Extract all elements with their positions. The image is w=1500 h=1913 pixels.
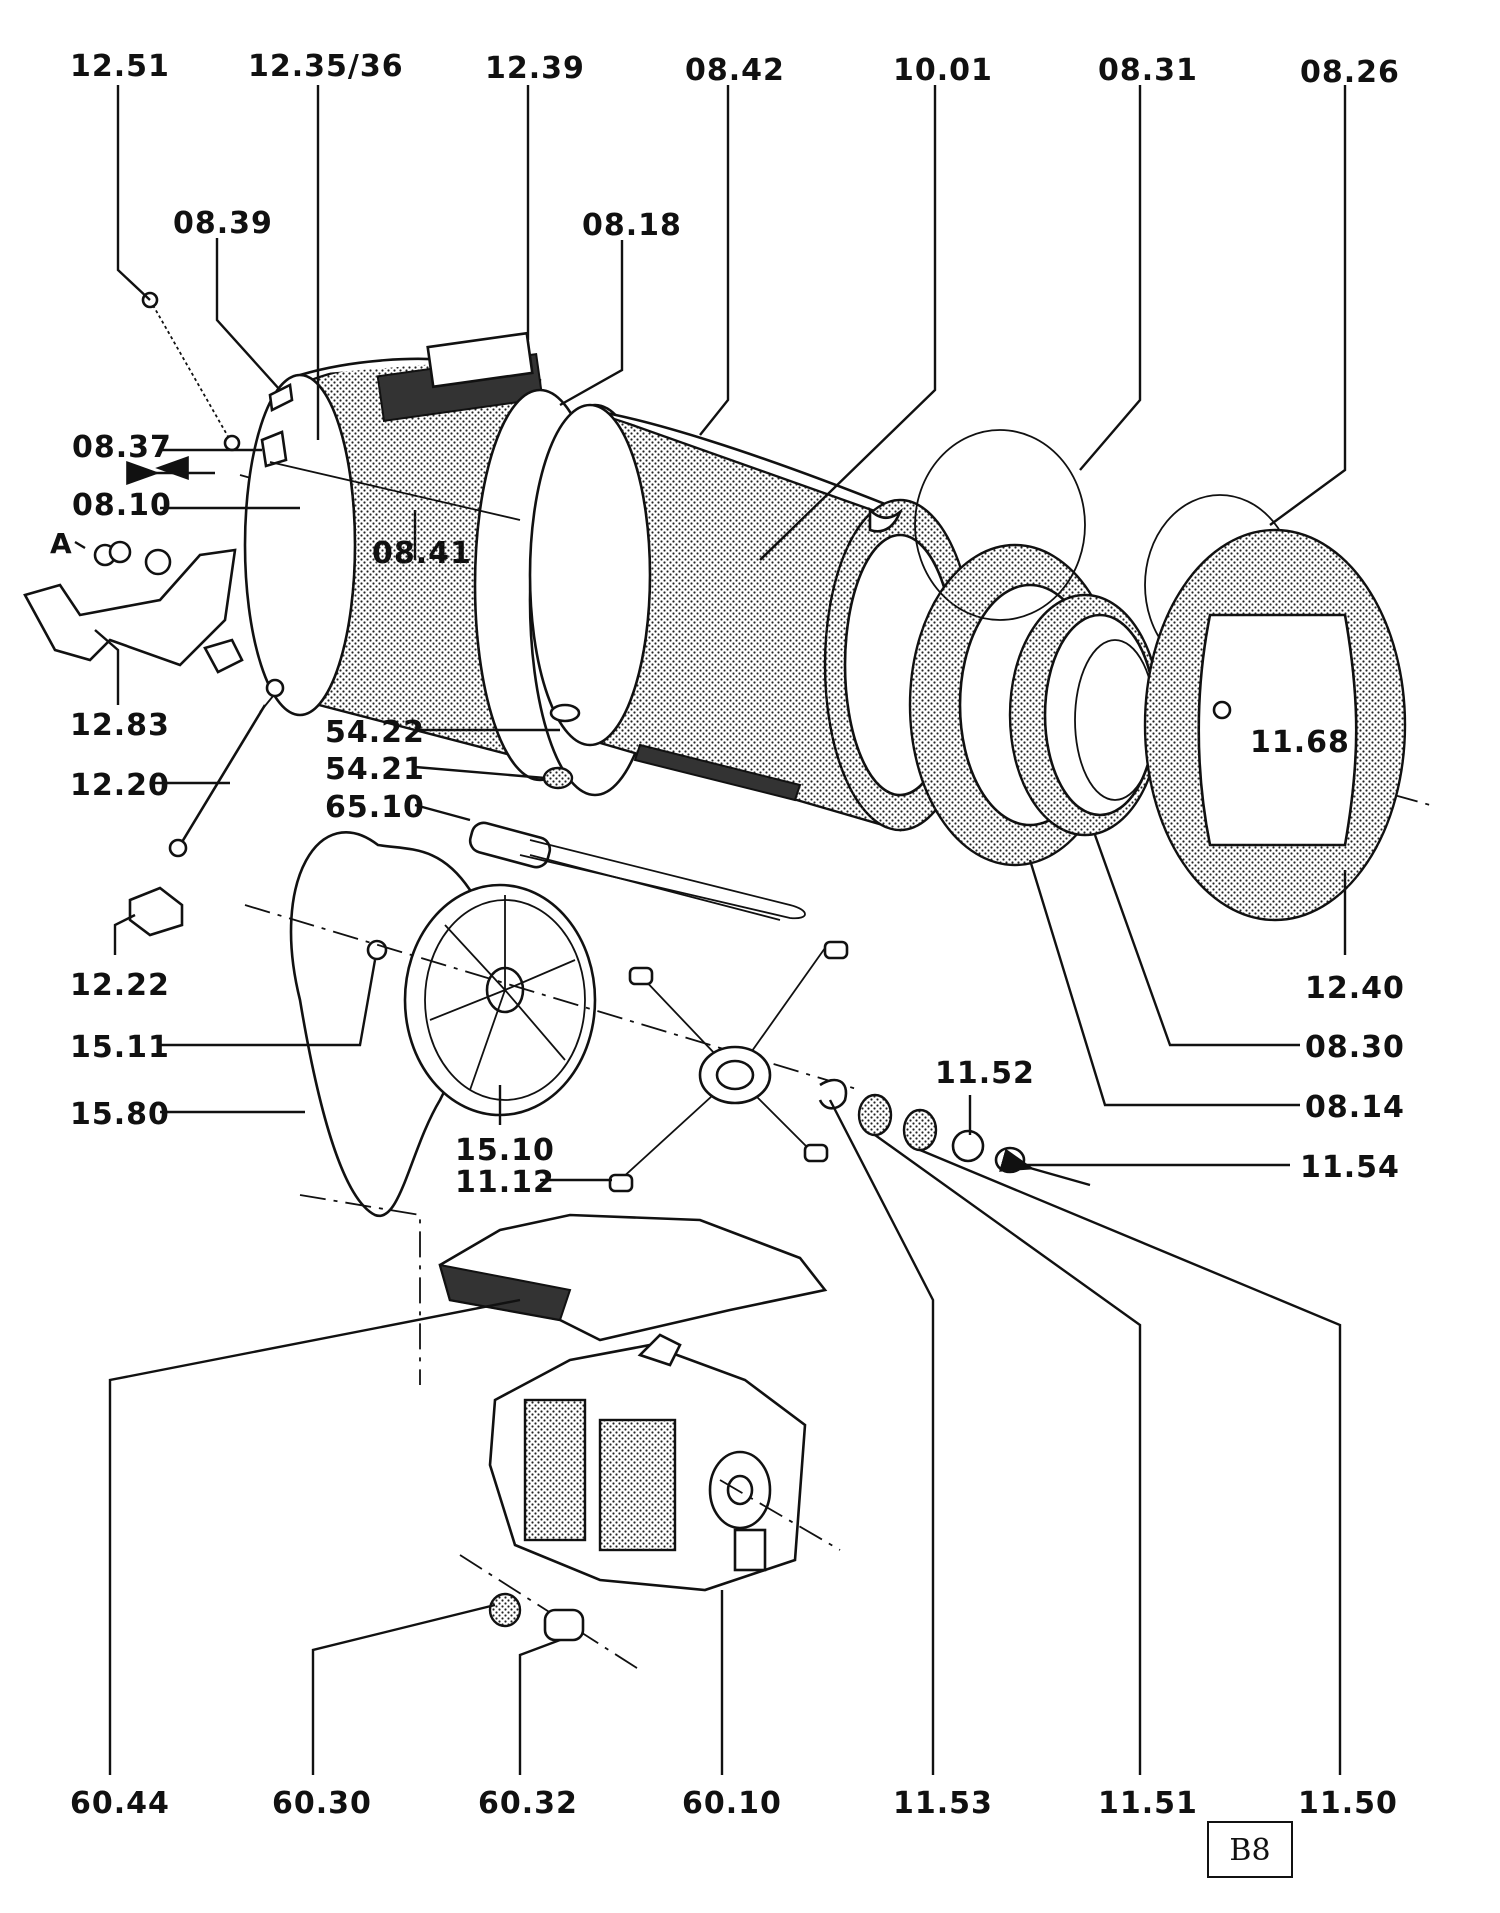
label-12-20: 12.20 (70, 768, 170, 803)
label-12-35-36: 12.35/36 (248, 49, 404, 84)
motor-bush-large (543, 1608, 585, 1642)
label-15-80: 15.80 (70, 1097, 170, 1132)
label-11-50: 11.50 (1298, 1786, 1398, 1821)
thrust-washer (994, 1146, 1026, 1174)
label-11-54: 11.54 (1300, 1150, 1400, 1185)
label-60-30: 60.30 (272, 1786, 372, 1821)
tub-clip (268, 383, 294, 412)
label-12-51: 12.51 (70, 49, 170, 84)
label-08-37: 08.37 (72, 430, 172, 465)
label-60-10: 60.10 (682, 1786, 782, 1821)
door-gasket (1008, 593, 1162, 837)
label-11-12: 11.12 (455, 1165, 555, 1200)
drain-seal-washer (542, 766, 574, 790)
tub-hook (260, 430, 288, 468)
drain-seal-ring (549, 703, 581, 723)
small-bracket (203, 638, 244, 674)
shaft-seal (951, 1129, 985, 1163)
drum-heater-slot (633, 743, 802, 802)
label-11-51: 11.51 (1098, 1786, 1198, 1821)
label-10-01: 10.01 (893, 53, 993, 88)
label-08-10: 08.10 (72, 488, 172, 523)
motor-mount-lug (637, 1333, 682, 1367)
label-12-22: 12.22 (70, 968, 170, 1003)
shock-mount (128, 886, 184, 937)
label-08-14: 08.14 (1305, 1090, 1405, 1125)
page-tag: B8 (1207, 1821, 1293, 1878)
label-A: A (50, 527, 72, 560)
suspension-spring (141, 291, 241, 452)
label-60-32: 60.32 (478, 1786, 578, 1821)
label-08-39: 08.39 (173, 206, 273, 241)
suspension-bracket (23, 540, 237, 667)
bushing-3 (144, 548, 172, 576)
label-54-21: 54.21 (325, 752, 425, 787)
motor-connector (733, 1528, 767, 1572)
label-08-18: 08.18 (582, 208, 682, 243)
label-08-30: 08.30 (1305, 1030, 1405, 1065)
tub-tie-rod (269, 461, 521, 521)
gasket-clamp-ring-inner (914, 429, 1086, 621)
bearing-outer (902, 1108, 938, 1152)
motor-bush-small (488, 1592, 522, 1628)
inner-drum (528, 403, 977, 832)
front-panel-frame (1143, 528, 1407, 922)
label-12-83: 12.83 (70, 708, 170, 743)
shock-absorber (168, 678, 285, 858)
spider-stud-3 (608, 1173, 634, 1193)
pulley-screw (366, 939, 388, 961)
label-08-42: 08.42 (685, 53, 785, 88)
bearing-inner (857, 1093, 893, 1137)
spider-stud-1 (823, 940, 849, 960)
label-08-41: 08.41 (372, 536, 472, 571)
drum-pulley (403, 883, 597, 1117)
label-08-26: 08.26 (1300, 55, 1400, 90)
part-labels: 12.51 12.35/36 12.39 08.42 10.01 08.31 0… (50, 49, 1405, 1821)
bushing-2 (108, 540, 132, 564)
label-15-10: 15.10 (455, 1133, 555, 1168)
spider-stud-2 (803, 1143, 829, 1163)
label-65-10: 65.10 (325, 790, 425, 825)
drum-spider (608, 940, 849, 1193)
label-11-53: 11.53 (893, 1786, 993, 1821)
drum-lifter-tab (868, 506, 903, 533)
motor (488, 1333, 807, 1592)
heater-element (468, 821, 806, 921)
frame-screw (1212, 700, 1232, 720)
label-11-52: 11.52 (935, 1056, 1035, 1091)
leader-lines (74, 85, 1347, 1775)
label-12-40: 12.40 (1305, 971, 1405, 1006)
spider-stud-4 (628, 966, 654, 986)
label-54-22: 54.22 (325, 715, 425, 750)
label-08-31: 08.31 (1098, 53, 1198, 88)
label-15-11: 15.11 (70, 1030, 170, 1065)
page-tag-text: B8 (1229, 1833, 1270, 1868)
label-12-39: 12.39 (485, 51, 585, 86)
circlip (818, 1078, 848, 1110)
tub-top-bracket (426, 331, 534, 389)
label-11-68: 11.68 (1250, 725, 1350, 760)
motor-shield (438, 1213, 828, 1342)
label-60-44: 60.44 (70, 1786, 170, 1821)
